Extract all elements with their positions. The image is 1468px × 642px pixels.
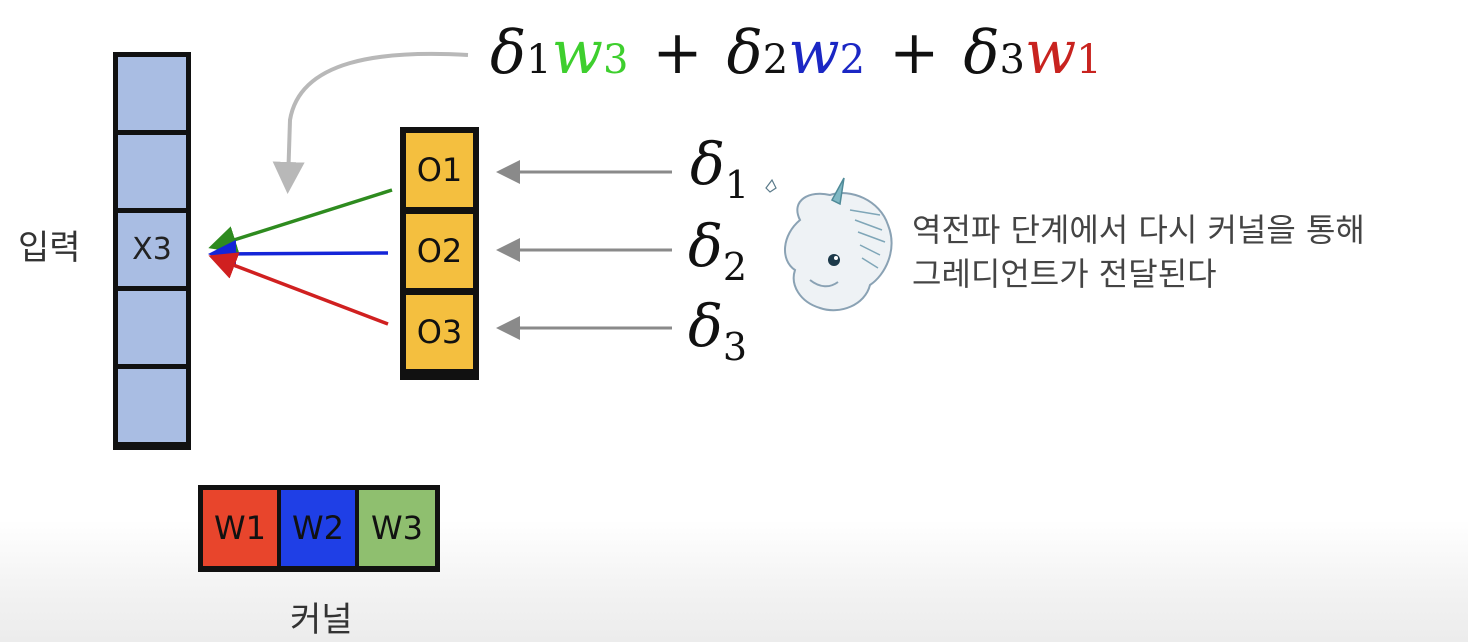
input-cell: [118, 291, 186, 364]
formula-delta-sub: 1: [526, 37, 552, 83]
input-label: 입력: [18, 228, 81, 268]
caption: 역전파 단계에서 다시 커널을 통해 그레디언트가 전달된다: [912, 208, 1365, 296]
formula-delta: δ: [726, 18, 763, 88]
output-cell-o2: O2: [406, 214, 473, 288]
input-column: X3: [113, 52, 191, 450]
kernel-cell-w1: W1: [203, 490, 277, 566]
formula-weight-sub: 1: [1076, 37, 1102, 83]
delta-3-label: δ3: [688, 292, 748, 369]
formula-weight-sub: 2: [839, 37, 866, 83]
formula-weight: w: [1024, 18, 1077, 88]
green-arrow: [208, 188, 393, 254]
kernel-cell-w3: W3: [359, 490, 435, 566]
formula-delta: δ: [490, 18, 527, 88]
kernel: W1 W2 W3: [198, 485, 440, 572]
formula-weight: w: [788, 18, 840, 88]
caption-line-2: 그레디언트가 전달된다: [912, 255, 1217, 293]
formula-delta-sub: 2: [762, 37, 789, 83]
formula-weight-sub: 3: [602, 37, 629, 83]
input-cell-x3: X3: [118, 213, 186, 286]
formula-weight: w: [551, 18, 603, 88]
formula-delta-sub: 3: [999, 37, 1025, 83]
kernel-cell-w2: W2: [281, 490, 355, 566]
output-cell-o1: O1: [406, 133, 473, 207]
caption-line-1: 역전파 단계에서 다시 커널을 통해: [912, 211, 1365, 249]
formula-delta: δ: [963, 18, 1000, 88]
blue-arrow: [208, 239, 389, 268]
input-cell: [118, 369, 186, 442]
red-arrow: [208, 252, 389, 326]
delta-2-label: δ2: [688, 212, 748, 289]
unicorn-mascot-icon: [765, 177, 893, 312]
formula-plus: +: [652, 18, 703, 88]
input-cell: [118, 57, 186, 130]
input-cell: [118, 135, 186, 208]
curved-arrow: [272, 51, 469, 194]
formula-plus: +: [889, 18, 940, 88]
output-column: O1 O2 O3: [400, 127, 479, 380]
kernel-label: 커널: [290, 600, 353, 640]
output-cell-o3: O3: [406, 295, 473, 369]
delta-1-label: δ1: [690, 130, 750, 207]
